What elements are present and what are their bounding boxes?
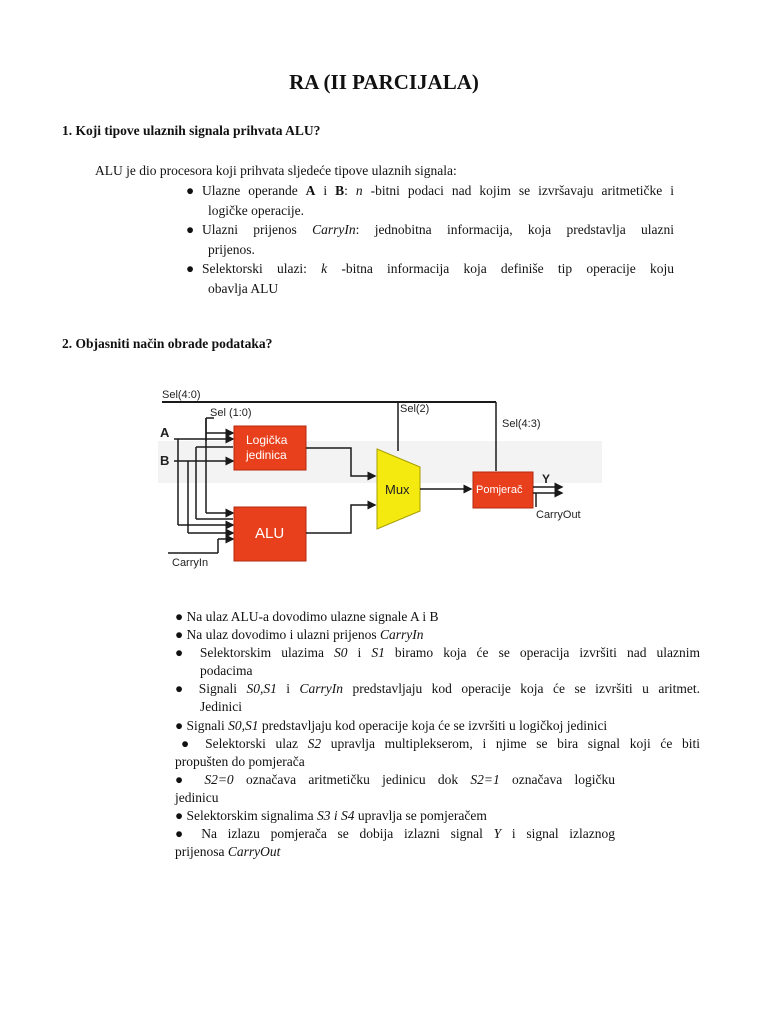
page-title: RA (II PARCIJALA) bbox=[289, 70, 479, 94]
list-item: ●Ulazne operande A i B: n -bitni podaci … bbox=[186, 183, 674, 198]
logic-to-mux-line bbox=[306, 447, 377, 481]
list-item-continuation: propušten do pomjerača bbox=[175, 753, 305, 769]
list-item: ● Na izlazu pomjerača se dobija izlazni … bbox=[175, 826, 616, 842]
a-label: A bbox=[160, 425, 170, 440]
alu-block bbox=[233, 506, 307, 562]
sel10-label: Sel (1:0) bbox=[210, 407, 252, 419]
list-item-continuation: podacima bbox=[200, 663, 253, 679]
sel40-label: Sel(4:0) bbox=[162, 389, 201, 401]
list-item-continuation: obavlja ALU bbox=[208, 280, 279, 296]
alu-block-diagram: Sel(4:0) Sel (1:0) Sel(2) Sel(4:3) A B L… bbox=[158, 383, 602, 570]
list-item-continuation: prijenosa CarryOut bbox=[175, 844, 281, 860]
mux-block bbox=[376, 448, 421, 530]
list-item: ●Ulazni prijenos CarryIn: jednobitna inf… bbox=[186, 222, 674, 237]
logic-unit-label-2: jedinica bbox=[245, 448, 287, 462]
sel43-label: Sel(4:3) bbox=[502, 418, 541, 430]
carryin-label: CarryIn bbox=[172, 557, 208, 569]
list-item: ● Na ulaz dovodimo i ulazni prijenos Car… bbox=[175, 627, 424, 643]
alu-label: ALU bbox=[255, 525, 284, 542]
logic-unit-label-1: Logička bbox=[246, 433, 288, 447]
logic-unit-block bbox=[233, 425, 307, 471]
list-item: ● Signali S0,S1 i CarryIn predstavljaju … bbox=[175, 681, 700, 697]
list-item-continuation: jedinicu bbox=[175, 789, 219, 805]
y-label: Y bbox=[542, 472, 550, 486]
list-item: ● Signali S0,S1 predstavljaju kod operac… bbox=[175, 717, 608, 733]
processing-list: ● Na ulaz ALU-a dovodimo ulazne signale … bbox=[175, 608, 700, 861]
list-item: ● Selektorski ulaz S2 upravlja multiplek… bbox=[181, 735, 700, 751]
list-item-continuation: logičke operacije. bbox=[208, 202, 304, 218]
shifter-label: Pomjerač bbox=[476, 484, 523, 496]
sel2-label: Sel(2) bbox=[400, 403, 429, 415]
list-item-continuation: prijenos. bbox=[208, 241, 255, 257]
mux-label: Mux bbox=[385, 482, 410, 497]
shifter-block bbox=[472, 471, 534, 509]
question-1: 1. Koji tipove ulaznih signala prihvata … bbox=[62, 123, 321, 138]
list-item: ● Na ulaz ALU-a dovodimo ulazne signale … bbox=[175, 609, 439, 624]
b-label: B bbox=[160, 453, 169, 468]
question-2: 2. Objasniti način obrade podataka? bbox=[62, 336, 273, 351]
input-types-list: ●Ulazne operande A i B: n -bitni podaci … bbox=[186, 181, 674, 298]
list-item: ● Selektorskim ulazima S0 i S1 biramo ko… bbox=[175, 645, 700, 661]
intro-text: ALU je dio procesora koji prihvata sljed… bbox=[95, 163, 457, 178]
list-item-continuation: Jedinici bbox=[200, 699, 242, 715]
list-item: ● Selektorskim signalima S3 i S4 upravlj… bbox=[175, 808, 487, 824]
list-item: ● S2=0 označava aritmetičku jedinicu dok… bbox=[175, 771, 616, 787]
carryout-label: CarryOut bbox=[536, 509, 581, 521]
alu-to-mux-line bbox=[306, 500, 377, 534]
list-item: ●Selektorski ulazi: k -bitna informacija… bbox=[186, 261, 675, 276]
